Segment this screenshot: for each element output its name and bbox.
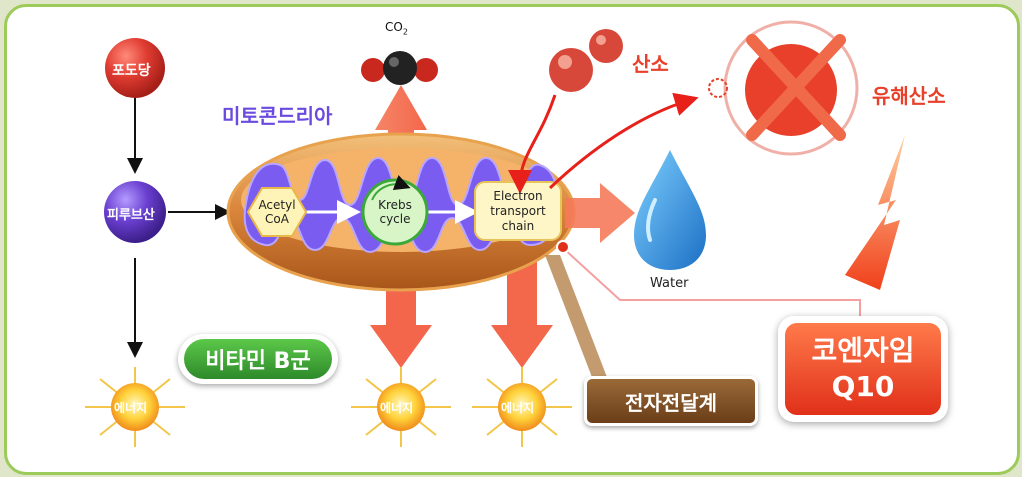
etc-label: Electron transport chain: [490, 188, 546, 233]
etc-badge: 전자전달계: [584, 376, 758, 426]
energy-arrows-down: [370, 250, 553, 368]
water-arrow: [565, 183, 635, 243]
krebs-cycle-label: Krebs cycle: [378, 198, 412, 226]
free-radical-icon: [708, 20, 859, 156]
ros-label: 유해산소: [872, 84, 946, 108]
pyruvate-ball-icon: [104, 181, 166, 243]
coq10-marker-icon: [556, 240, 570, 254]
coq10-line2: Q10: [831, 370, 895, 403]
vitamin-b-label: 비타민 B군: [184, 339, 332, 379]
energy-label-2: 에너지: [380, 401, 414, 415]
pyruvate-label: 피루브산: [107, 208, 155, 223]
oxygen-molecule-icon: [549, 29, 623, 92]
water-drop-icon: [634, 150, 706, 270]
coq10-inner: 코엔자임 Q10: [785, 323, 941, 415]
glucose-ball-icon: [105, 38, 165, 98]
lightning-icon: [845, 135, 905, 290]
acetyl-coa-label: Acetyl CoA: [258, 198, 296, 226]
co2-subscript: 2: [402, 27, 408, 37]
co2-text: CO: [385, 20, 403, 34]
oxygen-label: 산소: [632, 52, 669, 76]
vitamin-b-badge: 비타민 B군: [178, 334, 338, 384]
coq10-badge: 코엔자임 Q10: [778, 316, 948, 422]
co2-label: CO2: [385, 20, 408, 36]
co2-molecule-icon: [361, 51, 438, 85]
mitochondria-label: 미토콘드리아: [222, 104, 333, 128]
energy-burst-icon: [85, 367, 572, 447]
coq10-line1: 코엔자임: [811, 334, 915, 367]
water-label: Water: [650, 276, 689, 291]
glucose-label: 포도당: [112, 63, 151, 79]
acetyl-coa-hexagon: [246, 187, 308, 237]
energy-label-3: 에너지: [501, 401, 535, 415]
energy-label-1: 에너지: [114, 401, 148, 415]
